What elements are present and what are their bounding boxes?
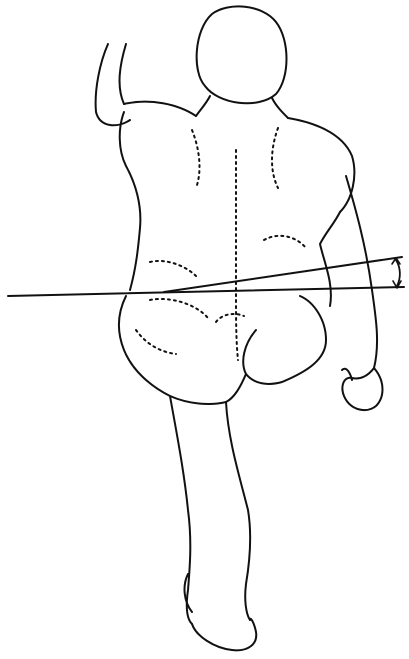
raised-arm (96, 44, 130, 125)
upper-back (124, 102, 354, 212)
standing-leg (170, 396, 250, 624)
pelvis (119, 296, 246, 404)
raised-thigh (243, 296, 326, 384)
neck (196, 96, 288, 118)
right-hand (342, 368, 383, 410)
right-torso-arm (320, 176, 377, 368)
gluteal-contour (136, 299, 244, 354)
left-torso-side (120, 112, 141, 290)
head (197, 6, 287, 103)
back-landmarks (150, 128, 306, 276)
pelvic-tilt-line (164, 257, 402, 292)
horizontal-reference-line (8, 287, 404, 296)
spine (236, 150, 238, 360)
